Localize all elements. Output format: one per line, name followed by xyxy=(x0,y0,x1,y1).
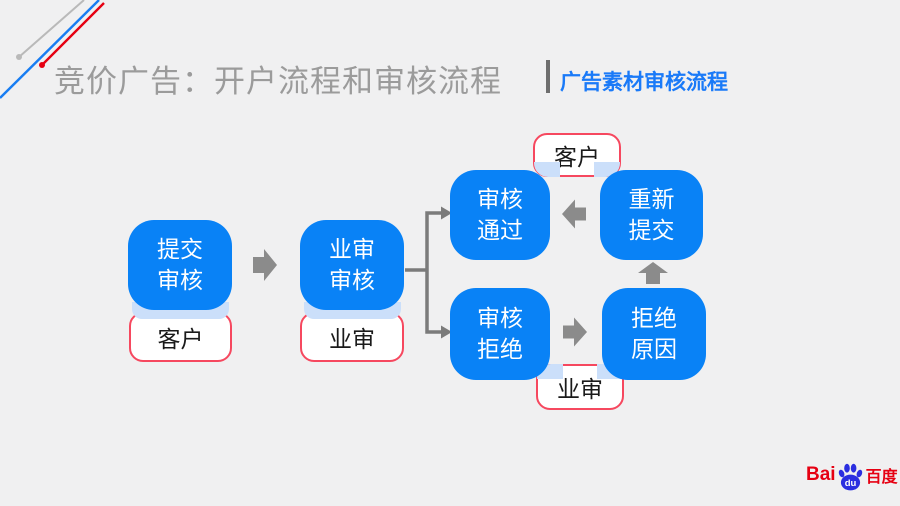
node-text-line1: 审核 xyxy=(477,186,523,212)
flow-node-resubmit: 重新 提交 xyxy=(600,170,703,260)
arrowhead-to-approved-icon xyxy=(441,206,452,220)
node-text-line2: 拒绝 xyxy=(477,336,523,362)
deco-red-dot xyxy=(39,62,45,68)
title-separator xyxy=(546,60,550,93)
node-text-line1: 拒绝 xyxy=(631,305,677,331)
deco-gray-dot xyxy=(16,54,22,60)
paw-toe-icon xyxy=(843,463,850,473)
baidu-logo-bai-text: Bai xyxy=(806,464,836,485)
node-accent-approved xyxy=(534,162,560,177)
page-subtitle: 广告素材审核流程 xyxy=(560,71,728,94)
deco-blue-line xyxy=(0,0,100,99)
corner-decoration xyxy=(0,0,105,99)
node-text-line1: 提交 xyxy=(157,236,203,262)
baidu-logo-cn-text: 百度 xyxy=(865,469,898,486)
node-text-line2: 提交 xyxy=(628,217,675,243)
right-arrow-submit-to-bizreview-icon xyxy=(253,249,277,281)
paw-toe-icon xyxy=(838,469,844,477)
left-arrow-resubmit-to-approved-icon xyxy=(562,199,586,229)
baidu-logo-du-text: du xyxy=(844,478,856,489)
deco-red-line xyxy=(41,2,105,66)
baidu-paw-icon: du xyxy=(838,463,862,490)
flow-node-reject-reason: 拒绝 原因 xyxy=(602,288,706,380)
actor-label-text: 客户 xyxy=(157,326,204,352)
branch-connector-lines xyxy=(405,211,441,334)
node-text-line1: 业审 xyxy=(329,236,375,262)
right-arrow-rejected-to-reason-icon xyxy=(563,317,587,347)
flow-node-biz-review: 业审 审核 xyxy=(300,220,404,310)
paw-toe-icon xyxy=(850,463,856,473)
actor-label-submit: 客户 xyxy=(129,312,232,362)
node-text-line2: 审核 xyxy=(329,267,375,293)
flow-node-approved: 审核 通过 xyxy=(450,170,550,260)
actor-label-biz-review: 业审 xyxy=(300,312,404,362)
flow-node-submit: 提交 审核 xyxy=(128,220,232,310)
deco-gray-line xyxy=(18,0,85,58)
paw-toe-icon xyxy=(856,469,862,477)
arrowhead-to-rejected-icon xyxy=(441,325,452,339)
up-arrow-reason-to-resubmit-icon xyxy=(638,262,668,284)
page-title: 竞价广告：开户流程和审核流程 xyxy=(54,64,502,99)
paw-pad-icon xyxy=(840,474,860,490)
node-text-line1: 审核 xyxy=(477,305,523,331)
actor-label-text: 业审 xyxy=(557,376,603,402)
node-text-line1: 重新 xyxy=(628,186,675,212)
actor-label-text: 客户 xyxy=(554,144,600,170)
node-text-line2: 审核 xyxy=(157,267,203,293)
flow-node-rejected: 审核 拒绝 xyxy=(450,288,550,380)
baidu-logo: Bai du 百度 xyxy=(806,458,898,492)
node-text-line2: 原因 xyxy=(631,336,677,362)
actor-label-text: 业审 xyxy=(329,326,375,352)
node-text-line2: 通过 xyxy=(477,217,523,243)
branch-connector xyxy=(405,206,452,339)
